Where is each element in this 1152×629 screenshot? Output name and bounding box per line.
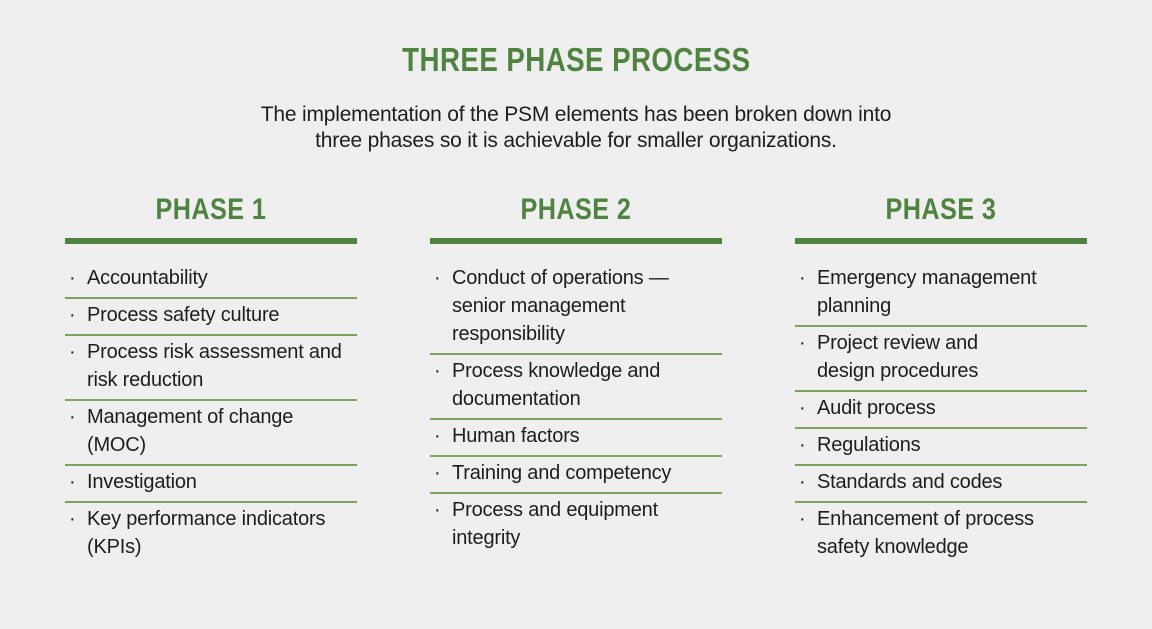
phase-2-title: PHASE 2 — [430, 194, 722, 226]
list-item: · Training and competency — [430, 457, 722, 494]
list-item: · Conduct of operations — senior managem… — [430, 262, 722, 355]
phase-2-item-list: · Conduct of operations — senior managem… — [430, 262, 722, 557]
item-text: senior management — [452, 295, 626, 317]
list-item: · Emergency management planning — [795, 262, 1087, 327]
item-text: Process risk assessment and — [87, 341, 342, 363]
item-text: design procedures — [817, 360, 979, 382]
list-item: · Process and equipment integrity — [430, 494, 722, 557]
list-item: · Accountability — [65, 262, 357, 299]
list-item: · Process risk assessment and risk reduc… — [65, 336, 357, 401]
page-title-text: THREE PHASE PROCESS — [401, 41, 751, 78]
list-item: · Regulations — [795, 429, 1087, 466]
item-text: Investigation — [87, 471, 197, 493]
phase-3-item-list: · Emergency management planning · Projec… — [795, 262, 1087, 566]
bullet-icon: · — [799, 434, 806, 456]
page-subtitle: The implementation of the PSM elements h… — [0, 102, 1152, 154]
subtitle-line: three phases so it is achievable for sma… — [315, 129, 837, 152]
item-text: integrity — [452, 527, 521, 549]
list-item: · Enhancement of process safety knowledg… — [795, 503, 1087, 566]
bullet-icon: · — [69, 471, 76, 493]
item-text: safety knowledge — [817, 536, 969, 558]
phase-column-1: PHASE 1 · Accountability · Process safet… — [65, 194, 357, 566]
item-text: Regulations — [817, 434, 921, 456]
item-text: Training and competency — [452, 462, 672, 484]
item-text: responsibility — [452, 323, 565, 345]
bullet-icon: · — [69, 508, 76, 530]
bullet-icon: · — [434, 499, 441, 521]
phase-3-title: PHASE 3 — [795, 194, 1087, 226]
bullet-icon: · — [434, 462, 441, 484]
page-title: THREE PHASE PROCESS — [0, 42, 1152, 78]
item-text: (MOC) — [87, 434, 146, 456]
phase-columns: PHASE 1 · Accountability · Process safet… — [0, 194, 1152, 566]
phase-1-title-text: PHASE 1 — [155, 193, 267, 226]
item-text: Standards and codes — [817, 471, 1003, 493]
list-item: · Key performance indicators (KPIs) — [65, 503, 357, 566]
item-text: Management of change — [87, 406, 294, 428]
item-text: Conduct of operations — — [452, 267, 669, 289]
bullet-icon: · — [799, 397, 806, 419]
item-text: Process and equipment — [452, 499, 658, 521]
bullet-icon: · — [69, 267, 76, 289]
phase-2-title-text: PHASE 2 — [520, 193, 632, 226]
phase-1-item-list: · Accountability · Process safety cultur… — [65, 262, 357, 566]
bullet-icon: · — [799, 267, 806, 289]
bullet-icon: · — [799, 471, 806, 493]
bullet-icon: · — [434, 425, 441, 447]
list-item: · Investigation — [65, 466, 357, 503]
bullet-icon: · — [69, 341, 76, 363]
phase-3-title-text: PHASE 3 — [885, 193, 997, 226]
phase-column-3: PHASE 3 · Emergency management planning … — [795, 194, 1087, 566]
list-item: · Process safety culture — [65, 299, 357, 336]
phase-1-underline-bar — [65, 238, 357, 244]
infographic: THREE PHASE PROCESS The implementation o… — [0, 42, 1152, 566]
item-text: (KPIs) — [87, 536, 142, 558]
item-text: Emergency management — [817, 267, 1037, 289]
item-text: Process knowledge and — [452, 360, 661, 382]
item-text: Accountability — [87, 267, 208, 289]
item-text: Project review and — [817, 332, 978, 354]
bullet-icon: · — [69, 304, 76, 326]
list-item: · Human factors — [430, 420, 722, 457]
list-item: · Project review and design procedures — [795, 327, 1087, 392]
item-text: Process safety culture — [87, 304, 280, 326]
item-text: planning — [817, 295, 892, 317]
bullet-icon: · — [799, 332, 806, 354]
list-item: · Standards and codes — [795, 466, 1087, 503]
list-item: · Process knowledge and documentation — [430, 355, 722, 420]
bullet-icon: · — [434, 267, 441, 289]
item-text: Key performance indicators — [87, 508, 326, 530]
list-item: · Management of change (MOC) — [65, 401, 357, 466]
bullet-icon: · — [799, 508, 806, 530]
phase-1-title: PHASE 1 — [65, 194, 357, 226]
item-text: Enhancement of process — [817, 508, 1034, 530]
item-text: Human factors — [452, 425, 580, 447]
phase-3-underline-bar — [795, 238, 1087, 244]
bullet-icon: · — [69, 406, 76, 428]
phase-column-2: PHASE 2 · Conduct of operations — senior… — [430, 194, 722, 566]
subtitle-line: The implementation of the PSM elements h… — [260, 103, 892, 126]
item-text: risk reduction — [87, 369, 204, 391]
bullet-icon: · — [434, 360, 441, 382]
list-item: · Audit process — [795, 392, 1087, 429]
item-text: Audit process — [817, 397, 936, 419]
phase-2-underline-bar — [430, 238, 722, 244]
item-text: documentation — [452, 388, 581, 410]
